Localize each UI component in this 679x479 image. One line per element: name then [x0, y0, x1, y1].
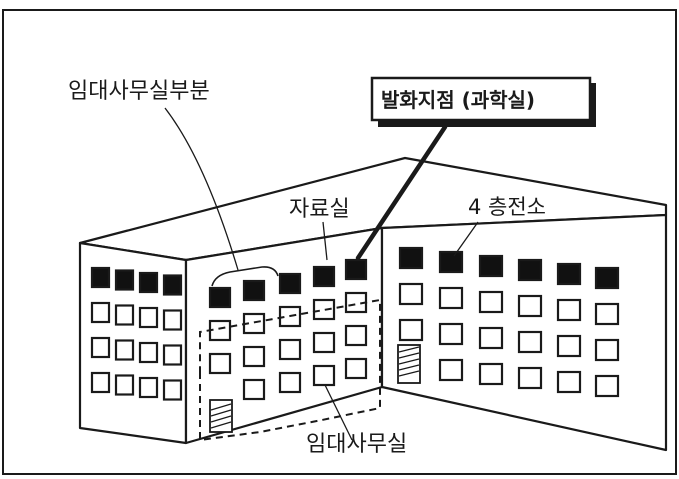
window-right-wing — [478, 254, 504, 278]
window-left-wing — [312, 364, 336, 387]
window-left-wall — [138, 271, 159, 294]
window-right-wing — [438, 250, 464, 274]
substation-label: 4 층전소 — [468, 195, 546, 219]
archive-room-leader — [322, 221, 328, 261]
window-left-wall — [114, 304, 135, 326]
rental-office-label: 임대사무실 — [306, 432, 407, 457]
window-right-wing — [517, 366, 543, 390]
window-left-wing — [312, 265, 336, 288]
window-right-wing — [594, 374, 620, 398]
window-left-wing — [208, 352, 232, 375]
window-left-wing — [242, 345, 266, 368]
fire-origin-callout: 발화지점 (과학실) — [370, 76, 596, 127]
window-left-wall — [90, 301, 111, 324]
rental-office-leader — [324, 384, 353, 441]
window-left-wall — [138, 306, 159, 329]
window-right-wing — [517, 258, 543, 282]
window-left-wall — [162, 274, 183, 296]
window-right-wing — [478, 362, 504, 386]
window-right-wing — [398, 318, 424, 342]
window-right-wing — [398, 246, 424, 270]
window-left-wall — [90, 336, 111, 359]
window-right-wing — [556, 298, 582, 322]
window-left-wing — [208, 286, 232, 309]
window-left-wall — [90, 371, 111, 394]
window-left-wall — [162, 309, 183, 331]
window-left-wall — [90, 266, 111, 289]
window-right-wing — [478, 290, 504, 314]
window-left-wall — [114, 269, 135, 291]
window-right-wing — [438, 358, 464, 382]
window-right-wing — [478, 326, 504, 350]
window-right-wing — [594, 338, 620, 362]
rental-office-part-bracket — [211, 266, 279, 287]
left-doorway — [209, 399, 233, 433]
rental-office-part-leader — [164, 107, 239, 271]
rental-office-part-label: 임대사무실부분 — [68, 79, 210, 104]
window-left-wing — [278, 338, 302, 361]
window-right-wing — [594, 266, 620, 290]
window-right-wing — [556, 262, 582, 286]
fire-origin-leader — [355, 124, 448, 261]
window-left-wing — [242, 378, 266, 401]
fire-origin-box — [370, 76, 592, 122]
window-left-wing — [344, 324, 368, 347]
window-right-wing — [517, 330, 543, 354]
window-right-wing — [438, 286, 464, 310]
window-right-wing — [556, 334, 582, 358]
window-left-wall — [162, 344, 183, 366]
window-left-wing — [242, 279, 266, 302]
window-left-wing — [312, 331, 336, 354]
window-right-wing — [517, 294, 543, 318]
window-left-wing — [278, 272, 302, 295]
window-left-wing — [344, 258, 368, 281]
window-left-wall — [138, 376, 159, 399]
substation-leader — [453, 221, 479, 257]
rental-office-outline — [199, 298, 381, 442]
window-left-wall — [162, 379, 183, 401]
window-left-wing — [344, 357, 368, 380]
window-left-wing — [312, 298, 336, 321]
window-left-wall — [114, 374, 135, 396]
window-right-wing — [594, 302, 620, 326]
archive-room-label: 자료실 — [289, 197, 350, 222]
window-right-wing — [556, 370, 582, 394]
window-left-wing — [278, 371, 302, 394]
stairwell-hatching — [209, 344, 421, 433]
fire-origin-label: 발화지점 (과학실) — [381, 88, 535, 112]
leader-lines — [164, 107, 479, 441]
window-right-wing — [438, 322, 464, 346]
window-left-wall — [114, 339, 135, 361]
window-left-wall — [138, 341, 159, 364]
window-right-wing — [398, 282, 424, 306]
diagram-frame — [2, 9, 677, 475]
building-windows — [90, 246, 620, 401]
